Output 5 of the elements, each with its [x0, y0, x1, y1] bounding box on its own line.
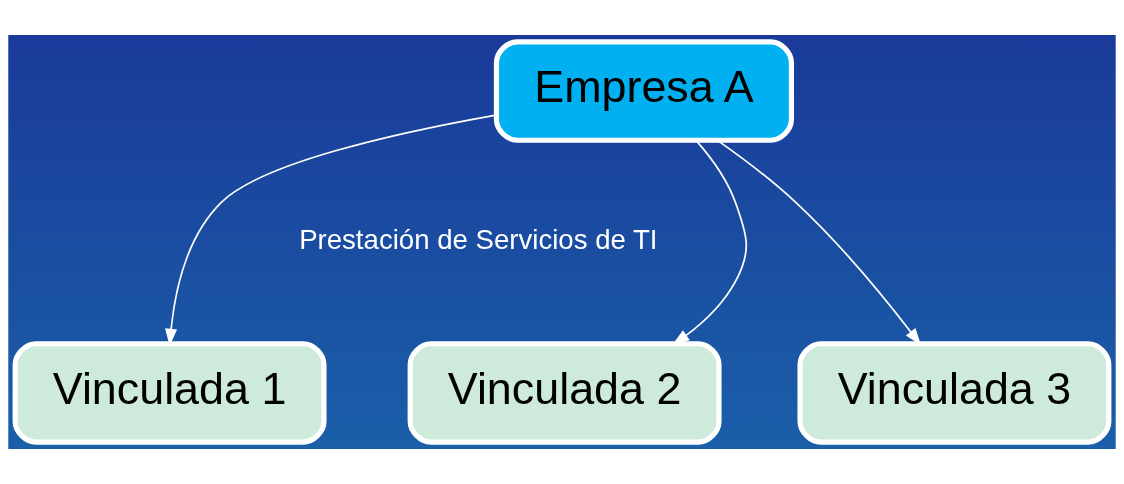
node-box: Vinculada 1	[12, 341, 327, 445]
node-box: Empresa A	[493, 39, 794, 143]
label: Prestación de Servicios de TI	[299, 223, 658, 255]
node-box: Vinculada 3	[797, 341, 1112, 445]
node-box: Vinculada 2	[407, 341, 722, 445]
